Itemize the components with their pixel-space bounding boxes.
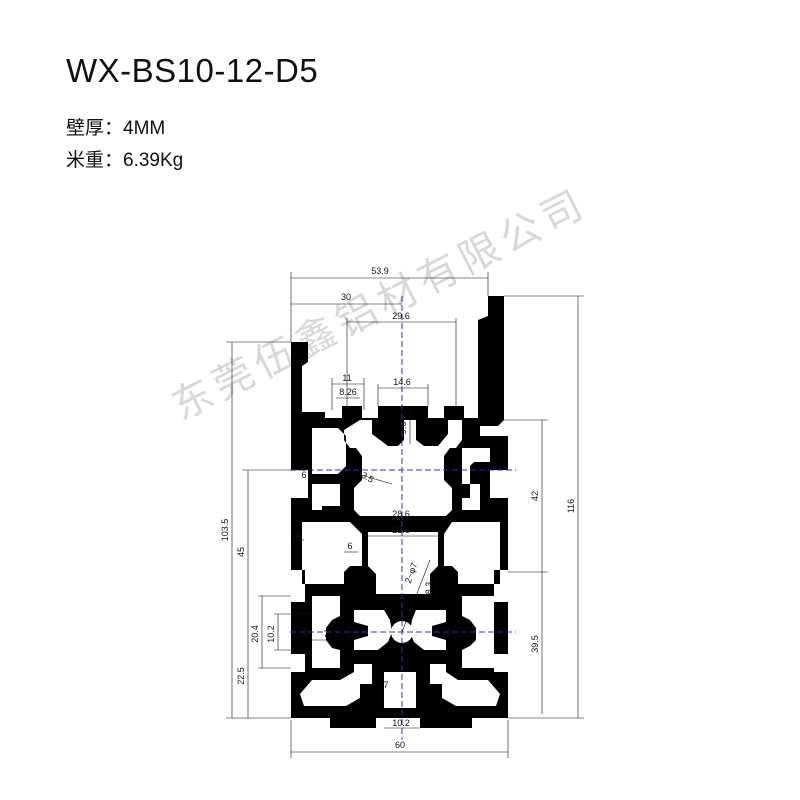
wall-thickness-value: 4MM — [123, 118, 166, 139]
dim-center-slot-width: 14.6 — [393, 377, 411, 387]
dimension-labels: 53.9 30 29.6 11 8.26 14.6 9.6 6 3.5 42 1… — [220, 266, 576, 750]
product-title: WX-BS10-12-D5 — [66, 52, 319, 89]
dim-top-left-notch: 6 — [301, 470, 306, 480]
dim-top-width: 53.9 — [371, 266, 389, 276]
dim-cavity-inner-width: 22.6 — [392, 525, 410, 535]
dim-left-slot-inner: 8.26 — [339, 387, 357, 397]
weight-value: 6.39Kg — [123, 150, 184, 171]
weight-label: 米重： — [66, 150, 124, 171]
dim-right-height: 42 — [530, 491, 540, 501]
dim-center-slot-depth: 9.6 — [398, 422, 408, 435]
dim-cavity-outer-width: 28.6 — [392, 509, 410, 519]
dim-left-mid-height: 45 — [236, 547, 246, 557]
dim-bottom-width: 60 — [395, 740, 405, 750]
dim-slot-opening-outer: 20.4 — [250, 625, 260, 643]
dim-lower-left-height: 22.5 — [236, 667, 246, 685]
dim-rib-height: 8.3 — [424, 582, 434, 595]
wall-thickness-label: 壁厚： — [66, 118, 124, 139]
dim-inner-top-width: 29.6 — [392, 311, 410, 321]
weight-spec: 米重：6.39Kg — [66, 145, 183, 172]
dim-left-slot-outer: 11 — [342, 373, 351, 383]
wall-thickness-spec: 壁厚：4MM — [66, 113, 165, 140]
dim-slot-lip: 7 — [323, 629, 328, 639]
dim-upper-half-width: 30 — [341, 292, 351, 302]
dimension-lines — [226, 272, 584, 758]
dim-cavity-notch: 6 — [347, 541, 352, 551]
dim-full-height: 116 — [566, 499, 576, 513]
center-lines — [290, 296, 516, 740]
dim-left-height: 103.5 — [220, 519, 230, 542]
dim-lower-right-height: 39.5 — [530, 635, 540, 653]
dim-bottom-slot-width: 10.2 — [392, 718, 410, 728]
dim-wall-thickness: 4 — [295, 530, 300, 540]
dim-slot-opening-inner: 10.2 — [266, 625, 276, 643]
dim-rib-thickness: 2~φ7 — [403, 561, 420, 584]
profile-outline — [291, 296, 508, 728]
dim-bottom-slot-depth: 7 — [383, 680, 388, 690]
